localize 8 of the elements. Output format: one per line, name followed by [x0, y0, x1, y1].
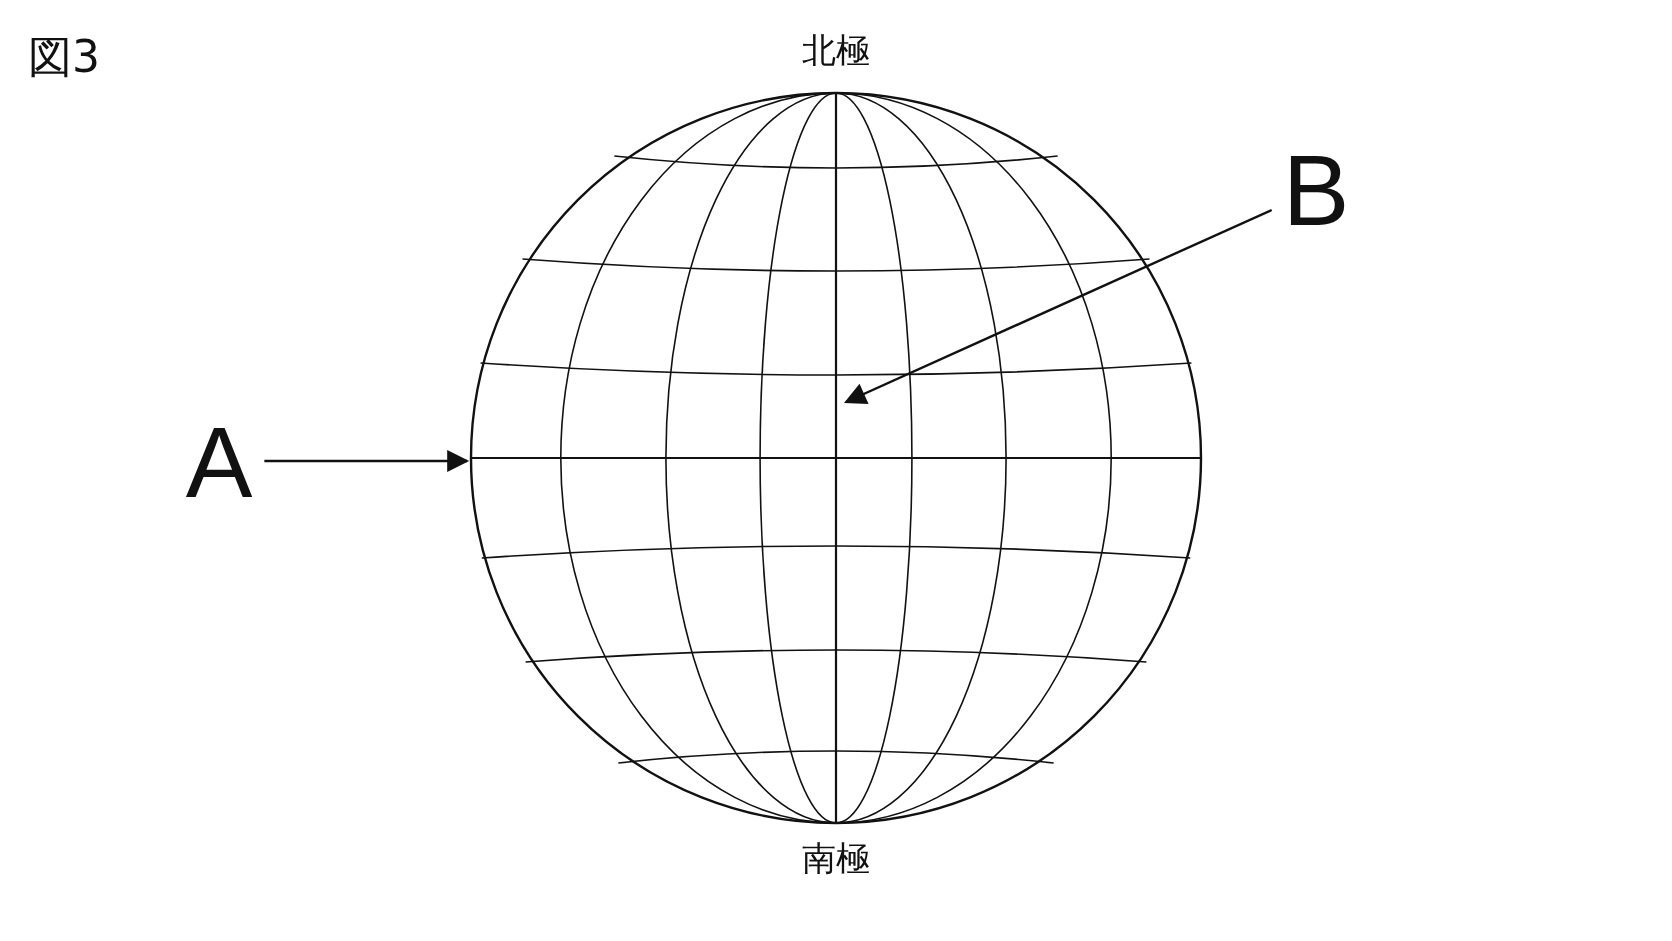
pole-label: 北極 [802, 33, 870, 67]
arrow [264, 450, 470, 472]
globe-drawing [469, 91, 1203, 825]
figure-title: 図3 [28, 35, 100, 79]
pole-label: 南極 [802, 841, 870, 875]
callout-letter: B [1282, 140, 1350, 240]
arrow [844, 208, 1273, 404]
callout-letter: A [185, 412, 253, 512]
